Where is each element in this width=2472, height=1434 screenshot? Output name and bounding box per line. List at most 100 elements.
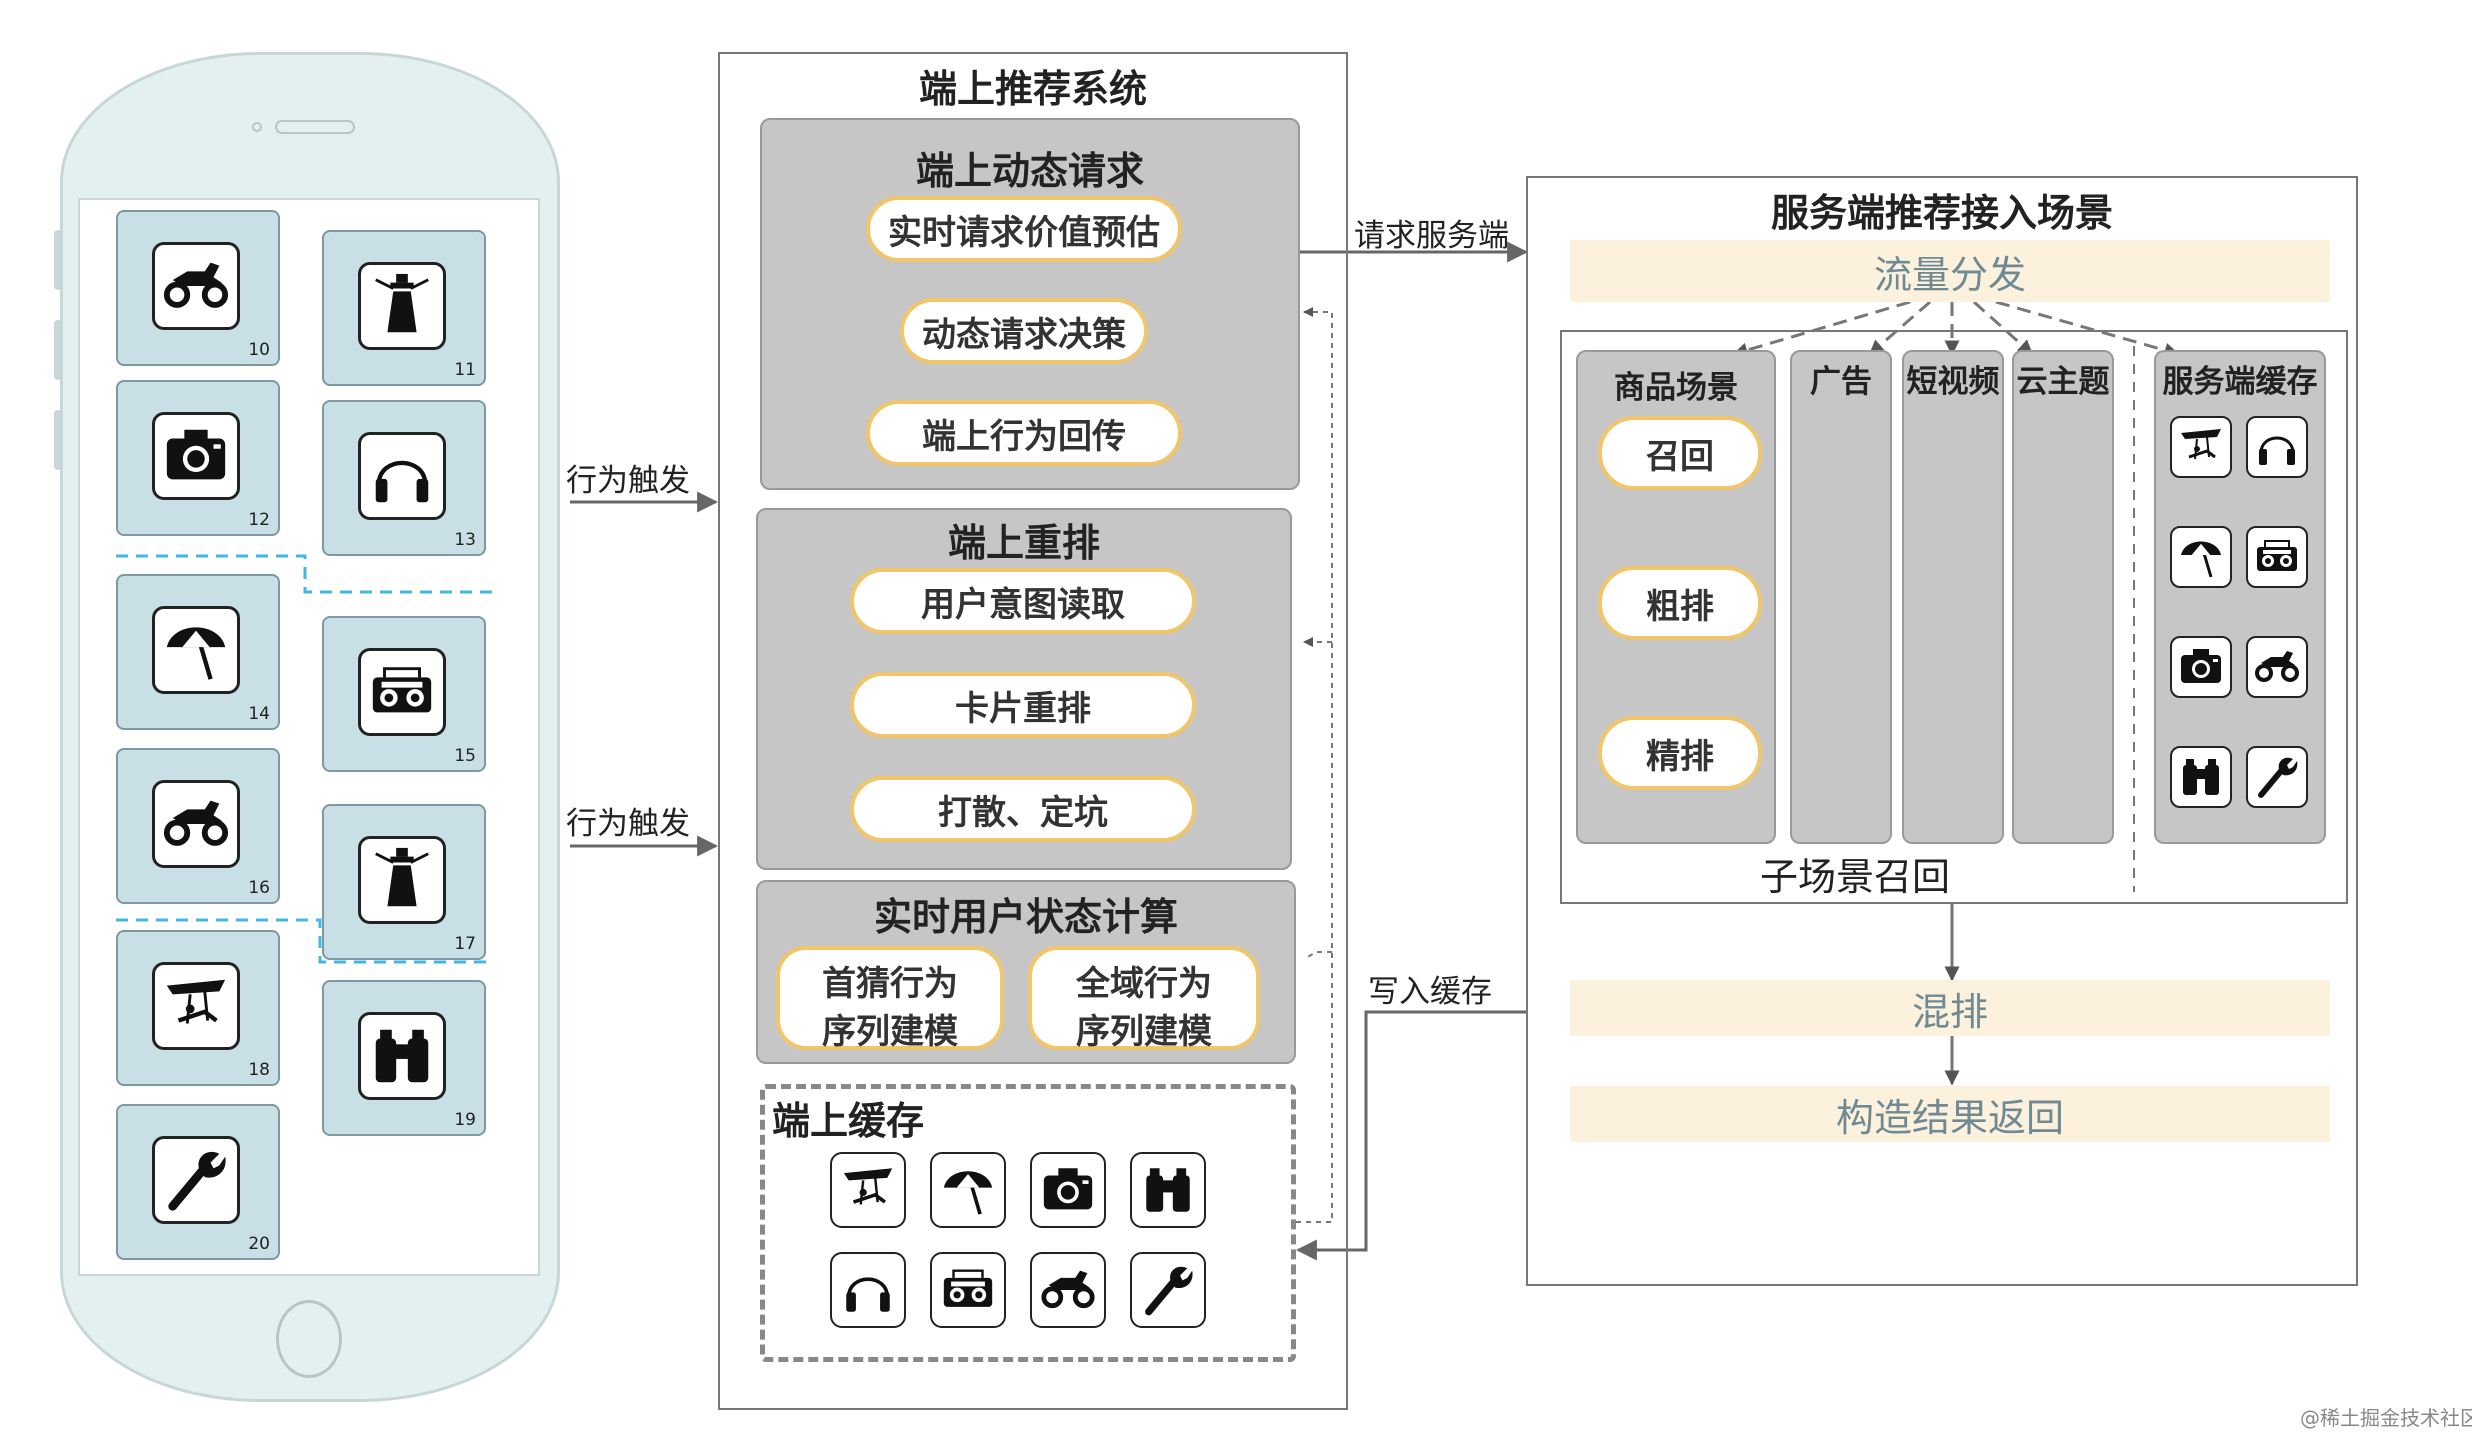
camera-icon [1043,1168,1093,1210]
server-cache-title: 服务端缓存 [2162,364,2318,400]
app-card-icon-frame [152,242,240,330]
cache-item [830,1152,906,1228]
server-cache-item [2170,416,2232,478]
camera-icon [2181,649,2221,683]
app-card-number: 14 [248,704,270,724]
app-card-icon-frame [152,962,240,1050]
phone-side-button [54,320,62,380]
phone-speaker [275,120,355,134]
step-shuffle: 打散、定坑 [850,776,1196,842]
behavior-trigger-label: 行为触发 [566,463,690,499]
return-result: 构造结果返回 [1570,1086,2330,1142]
request-server-label: 请求服务端 [1354,218,1509,254]
phone-side-button [54,230,62,290]
app-card[interactable]: 11 [322,230,486,386]
wrench-icon [2258,757,2298,798]
app-card-number: 10 [248,340,270,360]
lighthouse-icon [375,273,429,333]
app-card-number: 18 [248,1060,270,1080]
server-cache-item [2246,746,2308,808]
app-card[interactable]: 15 [322,616,486,772]
app-card-number: 11 [454,360,476,380]
app-card-number: 13 [454,530,476,550]
app-card[interactable]: 17 [322,804,486,960]
hang-glider-icon [166,979,226,1024]
wrench-icon [1145,1266,1193,1316]
cache-item [930,1252,1006,1328]
app-card-number: 17 [454,934,476,954]
mix-rank: 混排 [1570,980,2330,1036]
binoculars-icon [1146,1168,1190,1212]
user-state-item: 全域行为 序列建模 [1028,946,1260,1052]
radio-icon [943,1269,993,1307]
step-recall: 召回 [1598,416,1762,490]
app-card-icon-frame [358,1012,446,1100]
app-card[interactable]: 14 [116,574,280,730]
app-card-icon-frame [358,648,446,736]
client-cache-title: 端上缓存 [772,1099,925,1143]
app-card[interactable]: 19 [322,980,486,1136]
cache-item [1130,1152,1206,1228]
app-card-icon-frame [152,780,240,868]
radio-icon [372,667,432,713]
app-card-icon-frame [152,1136,240,1224]
ad-column-title: 广告 [1810,364,1872,400]
ad-column [1790,350,1892,844]
short-video-column-title: 短视频 [1906,364,2000,400]
app-card[interactable]: 18 [116,930,280,1086]
cache-item [1130,1252,1206,1328]
app-card[interactable]: 13 [322,400,486,556]
cache-item [1030,1252,1106,1328]
subscene-recall-label: 子场景召回 [1759,855,1950,899]
binoculars-icon [375,1029,429,1083]
app-card[interactable]: 16 [116,748,280,904]
server-cache-item [2246,636,2308,698]
app-card-icon-frame [358,836,446,924]
app-card-number: 16 [248,878,270,898]
short-video-column [1902,350,2004,844]
atv-icon [163,262,229,308]
behavior-trigger-label: 行为触发 [566,806,690,842]
step-card-rerank: 卡片重排 [850,672,1196,738]
client-system-title: 端上推荐系统 [918,67,1147,111]
hang-glider-icon [843,1168,893,1205]
rerank-title: 端上重排 [947,521,1100,565]
app-card[interactable]: 20 [116,1104,280,1260]
write-cache-label: 写入缓存 [1368,974,1492,1010]
app-card-icon-frame [152,412,240,500]
wrench-icon [168,1151,226,1211]
headphones-icon [2259,436,2295,465]
headphones-icon [375,460,429,503]
app-card[interactable]: 10 [116,210,280,366]
user-state-item: 首猜行为 序列建模 [776,946,1004,1052]
server-cache-item [2170,526,2232,588]
app-card-icon-frame [152,606,240,694]
hang-glider-icon [2181,429,2221,460]
app-card-number: 19 [454,1110,476,1130]
cloud-theme-column-title: 云主题 [2016,364,2110,400]
server-cache-item [2170,636,2232,698]
cache-item [930,1152,1006,1228]
server-title: 服务端推荐接入场景 [1770,191,2113,235]
step-intent-read: 用户意图读取 [850,568,1196,634]
binoculars-icon [2183,759,2219,795]
page-divider [116,554,492,964]
server-cache-item [2246,416,2308,478]
umbrella-icon [2181,541,2221,578]
app-card-number: 15 [454,746,476,766]
app-card-icon-frame [358,262,446,350]
umbrella-icon [943,1171,993,1215]
dynamic-request-title: 端上动态请求 [915,149,1144,193]
home-button[interactable] [276,1300,342,1378]
app-card-number: 20 [248,1234,270,1254]
cache-item [1030,1152,1106,1228]
server-panel [1526,176,2358,1286]
phone-side-button [54,410,62,470]
step-realtime-value: 实时请求价值预估 [866,196,1182,262]
user-state-title: 实时用户状态计算 [873,895,1178,939]
step-coarse-rank: 粗排 [1598,566,1762,640]
app-card[interactable]: 12 [116,380,280,536]
cache-item [830,1252,906,1328]
step-fine-rank: 精排 [1598,716,1762,790]
atv-icon [1041,1270,1095,1309]
